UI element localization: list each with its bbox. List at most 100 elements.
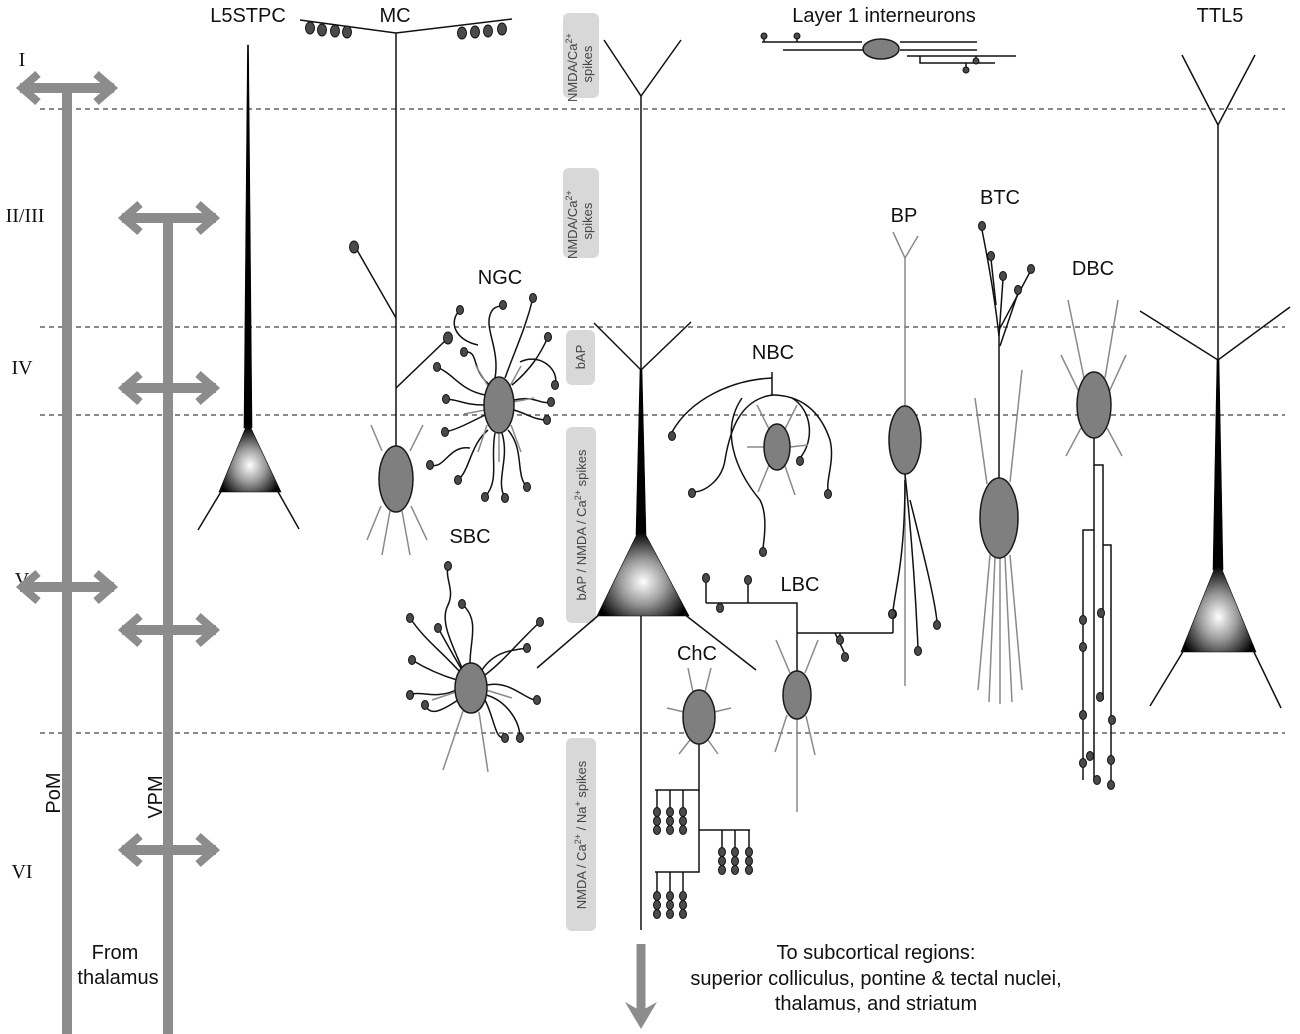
btc-neuron: BTC <box>974 187 1035 704</box>
ngc-bouton <box>544 332 552 342</box>
mc-boutons <box>305 21 507 345</box>
ngc-bouton <box>433 362 441 372</box>
dendrite <box>366 505 382 541</box>
chc-bouton <box>653 825 661 835</box>
label-fragment: NMDA/Ca <box>565 200 580 259</box>
dendrite <box>370 424 383 452</box>
label-fragment: spikes <box>574 449 589 490</box>
dendrite <box>704 667 712 693</box>
dbc-boutons <box>1079 608 1116 790</box>
mc-soma <box>378 445 414 513</box>
axon-branch <box>919 56 995 64</box>
dendrite <box>401 510 411 556</box>
from-thalamus-line1: From <box>92 942 139 964</box>
label-fragment: 2+ <box>573 490 583 500</box>
lbc-boutons <box>702 573 897 662</box>
ngc-neuron: NGC <box>426 267 559 503</box>
layer-label-vi: VI <box>11 861 32 883</box>
layer1-soma <box>862 38 900 60</box>
dendrite <box>431 691 457 701</box>
axon-branch <box>655 744 700 791</box>
bp-soma <box>888 405 922 475</box>
label-fragment: bAP / NMDA / Ca <box>574 500 589 601</box>
l1-bouton <box>760 32 768 40</box>
axon-branch <box>484 621 541 676</box>
sbc-bouton <box>434 623 442 633</box>
dendrite <box>687 667 694 693</box>
bp-neuron: BP <box>888 205 941 686</box>
central-basal-dendrite <box>683 613 757 671</box>
mc-bouton <box>330 24 340 38</box>
mc-bouton <box>305 21 315 35</box>
axon-branch <box>990 258 997 306</box>
sbc-bouton <box>536 617 544 627</box>
dendrite <box>756 404 770 430</box>
bp-boutons <box>888 609 941 656</box>
ngc-bouton <box>441 427 449 437</box>
lbc-label: LBC <box>781 574 820 596</box>
axon-branch <box>444 565 463 669</box>
axon-branch <box>436 366 486 396</box>
ngc-bouton <box>481 492 489 502</box>
pom-projection: PoM <box>15 70 119 1034</box>
dendrite <box>1060 354 1080 393</box>
bp-bouton <box>933 620 941 630</box>
dbc-bouton <box>1079 758 1087 768</box>
dendrite <box>509 365 522 387</box>
dbc-bouton <box>1107 755 1115 765</box>
sbc-bouton <box>408 655 416 665</box>
arrowhead <box>117 200 143 236</box>
pom-arrow-l5 <box>15 569 119 605</box>
axon-branch <box>730 397 766 549</box>
axon-branch <box>1093 438 1104 700</box>
btc-bouton <box>1014 285 1022 295</box>
spike-text-l23: NMDA/Ca2+ spikes <box>560 165 595 259</box>
spike-text-l6: NMDA / Ca2+ / Na+ spikes <box>573 760 589 909</box>
layer-label-ii-iii: II/III <box>6 205 45 227</box>
spike-box-l4 <box>566 330 595 385</box>
dendrite <box>707 739 719 755</box>
dbc-bouton <box>1079 642 1087 652</box>
sbc-bouton <box>533 695 541 705</box>
arrowhead <box>15 70 41 106</box>
arrowhead <box>195 832 221 868</box>
ttl5-label: TTL5 <box>1197 5 1244 27</box>
dendrite <box>1065 427 1082 457</box>
mc-neuron: MC <box>299 5 513 556</box>
axon-branch <box>909 499 938 623</box>
chc-bouton <box>731 856 739 866</box>
l5stpc-basal-dendrite <box>197 489 223 531</box>
axon-branch <box>981 229 1000 337</box>
ngc-bouton <box>547 397 555 407</box>
mc-bouton <box>470 25 480 39</box>
output-caption-line3: thalamus, and striatum <box>775 993 977 1015</box>
axon-branch <box>998 271 1031 331</box>
lbc-neuron: LBC <box>702 573 897 812</box>
nbc-bouton <box>759 547 767 557</box>
mc-axon-collateral <box>356 249 397 319</box>
nbc-boutons <box>668 431 832 557</box>
from-thalamus-caption: From thalamus <box>77 942 158 989</box>
nbc-bouton <box>796 456 804 466</box>
layer1-interneuron: Layer 1 interneurons <box>760 5 1016 74</box>
dbc-bouton <box>1079 615 1087 625</box>
dendrite <box>1104 299 1119 379</box>
dendrite <box>974 397 988 485</box>
chc-bouton <box>666 900 674 910</box>
ngc-soma <box>483 376 515 434</box>
ngc-bouton <box>529 293 537 303</box>
label-fragment: NMDA / Ca <box>574 843 589 909</box>
dendrite <box>1009 554 1023 691</box>
axon-branch <box>892 479 906 612</box>
label-fragment: spikes <box>574 760 589 801</box>
axon-branch <box>504 297 534 379</box>
chc-soma <box>682 689 716 745</box>
chc-bouton <box>745 847 753 857</box>
vpm-projection: VPM <box>117 200 221 1034</box>
lbc-bouton <box>744 575 752 585</box>
nbc-bouton <box>824 489 832 499</box>
axon-branch <box>655 790 700 873</box>
chc-bouton <box>718 856 726 866</box>
central-apical-tuft <box>603 39 682 98</box>
dendrite <box>478 711 489 773</box>
